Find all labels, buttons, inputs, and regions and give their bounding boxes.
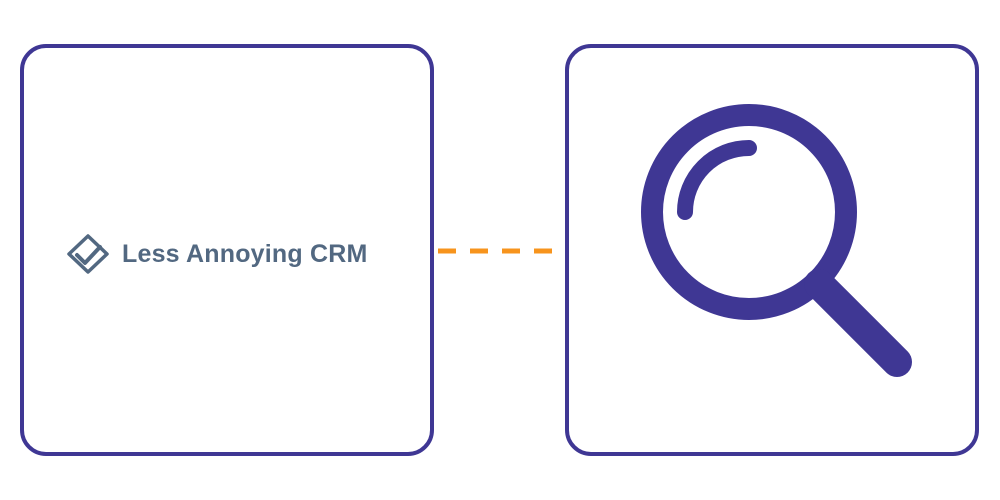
dashed-connector bbox=[438, 248, 562, 254]
magnifying-glass-icon bbox=[641, 104, 912, 377]
search-card bbox=[565, 44, 979, 456]
checkmark-diamond-icon bbox=[67, 234, 109, 274]
crm-app-card: Less Annoying CRM bbox=[20, 44, 434, 456]
crm-logo: Less Annoying CRM bbox=[66, 234, 368, 274]
crm-logo-text: Less Annoying CRM bbox=[122, 239, 368, 268]
